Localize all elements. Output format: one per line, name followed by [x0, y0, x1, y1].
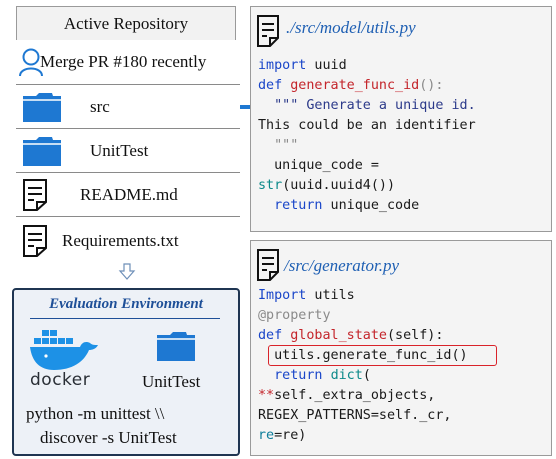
code-token: ():: [419, 78, 444, 93]
code-token: (uuid.uuid4()): [282, 178, 396, 193]
code-token: =re): [274, 428, 307, 443]
code-token: unique_code: [322, 198, 420, 213]
code-token: return: [274, 368, 323, 383]
code-panel-utils: [250, 6, 552, 232]
document-icon: [257, 15, 279, 47]
code-token: utils: [306, 288, 355, 303]
code-token: uuid: [306, 58, 347, 73]
code-token: REGEX_PATTERNS: [258, 408, 371, 423]
code-token: self._extra_objects,: [274, 388, 436, 403]
command-line-2: discover -s UnitTest: [40, 428, 177, 447]
highlight-box: [268, 345, 497, 366]
repo-item-label: Merge PR #180 recently: [40, 52, 207, 71]
document-icon: [22, 224, 48, 258]
repo-item-label: Requirements.txt: [62, 230, 179, 250]
code-token: str: [258, 178, 283, 193]
repo-item-label: src: [90, 96, 110, 116]
code-token: re: [258, 428, 275, 443]
repository-title-text: Active Repository: [63, 13, 189, 33]
folder-icon: [22, 91, 62, 123]
document-icon: [22, 178, 48, 212]
repo-item-merge-pr[interactable]: Merge PR #180 recently: [16, 40, 240, 84]
docker-label: docker: [30, 370, 91, 390]
code-token: @property: [258, 308, 331, 323]
document-icon: [257, 249, 279, 281]
repo-item-src[interactable]: src: [16, 84, 240, 128]
code-panel-generator: [250, 240, 552, 456]
unittest-label: UnitTest: [142, 372, 201, 391]
folder-icon: [157, 332, 195, 361]
code-token: =self._cr,: [370, 408, 452, 423]
code-token: """ Generate a unique id.: [258, 98, 476, 113]
repository-title: Active Repository: [16, 6, 236, 40]
command-line-1: python -m unittest \\: [26, 404, 165, 423]
down-arrow-icon: [118, 263, 136, 280]
file-path: ./src/model/utils.py: [286, 18, 416, 37]
code-token: (: [362, 368, 371, 383]
repo-item-unittest[interactable]: UnitTest: [16, 128, 240, 172]
repo-item-label: README.md: [80, 184, 178, 204]
code-token: This could be an identifier: [258, 118, 476, 133]
code-token: Import: [258, 288, 307, 303]
code-token: unique_code =: [258, 158, 379, 173]
code-token: (self):: [387, 328, 444, 343]
repo-item-readme[interactable]: README.md: [16, 172, 240, 216]
code-token: import: [258, 58, 307, 73]
code-token: generate_func_id: [290, 78, 420, 93]
code-token: def: [258, 328, 283, 343]
code-token: global_state: [290, 328, 387, 343]
environment-divider: [30, 318, 220, 319]
code-token: def: [258, 78, 283, 93]
code-token: dict: [330, 368, 363, 383]
environment-title: Evaluation Environment: [49, 296, 203, 312]
repo-item-label: UnitTest: [90, 140, 149, 160]
user-icon: [18, 47, 46, 77]
docker-whale-icon: [30, 330, 98, 370]
code-block-generator: Import utils @property def global_state(…: [258, 286, 468, 446]
file-path: /src/generator.py: [284, 256, 400, 275]
code-token: return: [274, 198, 323, 213]
code-token: utils.generate_func_id(): [274, 348, 468, 363]
folder-icon: [22, 135, 62, 167]
code-token: **: [258, 388, 275, 403]
evaluation-environment-panel: [12, 288, 240, 456]
code-token: """: [258, 138, 299, 153]
code-block-utils: import uuid def generate_func_id(): """ …: [258, 56, 476, 216]
repo-item-requirements[interactable]: Requirements.txt: [16, 216, 240, 264]
